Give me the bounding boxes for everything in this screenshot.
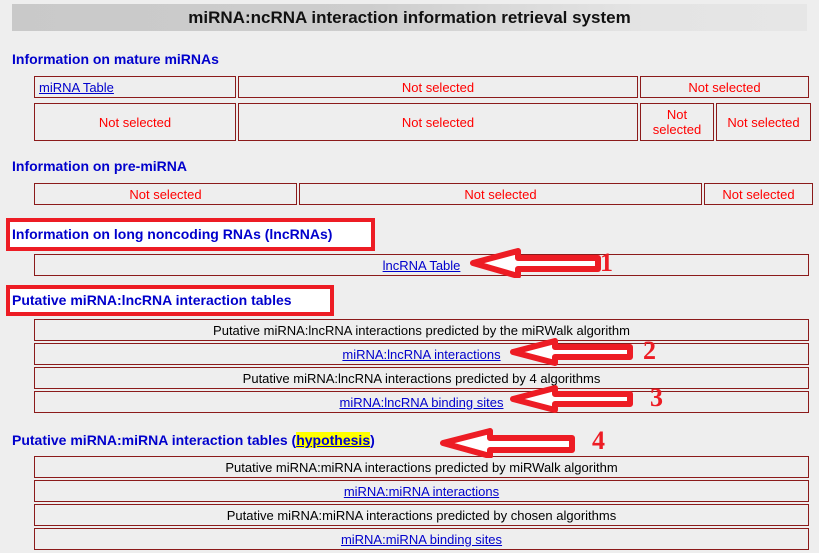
page-title: miRNA:ncRNA interaction information retr…	[188, 8, 631, 27]
cell-not-selected[interactable]: Not selected	[238, 76, 638, 98]
mirna-lncrna-binding-sites-link[interactable]: miRNA:lncRNA binding sites	[339, 394, 504, 410]
table-row: lncRNA Table	[34, 254, 809, 276]
heading-prefix-text: Putative miRNA:miRNA interaction tables …	[12, 432, 297, 448]
cell-mirna-mirna-interactions[interactable]: miRNA:miRNA interactions	[34, 480, 809, 502]
cell-not-selected[interactable]: Not selected	[238, 103, 638, 141]
hypothesis-link[interactable]: hypothesis	[296, 432, 371, 448]
table-row: Putative miRNA:lncRNA interactions predi…	[34, 319, 809, 341]
table-mirna-mirna: Putative miRNA:miRNA interactions predic…	[32, 454, 811, 552]
cell-not-selected[interactable]: Not selected	[640, 76, 809, 98]
cell-mirna-lncrna-binding-sites[interactable]: miRNA:lncRNA binding sites	[34, 391, 809, 413]
table-row: Putative miRNA:miRNA interactions predic…	[34, 456, 809, 478]
cell-mirna-mirna-binding-sites[interactable]: miRNA:miRNA binding sites	[34, 528, 809, 550]
table-mature-mirnas-row2: Not selected Not selected Not selected N…	[32, 101, 813, 143]
table-row: miRNA:miRNA binding sites	[34, 528, 809, 550]
table-row: miRNA:lncRNA interactions	[34, 343, 809, 365]
cell-not-selected[interactable]: Not selected	[640, 103, 714, 141]
cell-not-selected[interactable]: Not selected	[704, 183, 813, 205]
annotation-box-lncrna-heading	[6, 218, 375, 251]
cell-lncrna-table[interactable]: lncRNA Table	[34, 254, 809, 276]
table-row: miRNA:miRNA interactions	[34, 480, 809, 502]
table-row: Not selected Not selected Not selected	[34, 183, 813, 205]
cell-not-selected[interactable]: Not selected	[299, 183, 702, 205]
section-heading-lncrnas: Information on long noncoding RNAs (lncR…	[12, 226, 333, 242]
cell-not-selected[interactable]: Not selected	[716, 103, 811, 141]
table-lncrna: lncRNA Table	[32, 252, 811, 278]
annotation-number-2: 2	[643, 336, 656, 365]
mirna-table-link[interactable]: miRNA Table	[39, 79, 114, 95]
table-mirna-lncrna: Putative miRNA:lncRNA interactions predi…	[32, 317, 811, 415]
cell-not-selected[interactable]: Not selected	[34, 183, 297, 205]
annotation-number-3: 3	[650, 383, 663, 412]
mirna-lncrna-interactions-link[interactable]: miRNA:lncRNA interactions	[342, 346, 501, 362]
cell-mirna-table[interactable]: miRNA Table	[34, 76, 236, 98]
section-heading-pre-mirna: Information on pre-miRNA	[12, 158, 187, 174]
cell-not-selected[interactable]: Not selected	[34, 103, 236, 141]
table-row: miRNA Table Not selected Not selected	[34, 76, 809, 98]
annotation-box-mirna-lncrna-heading	[6, 285, 334, 316]
section-heading-mirna-mirna-tables: Putative miRNA:miRNA interaction tables …	[12, 432, 375, 448]
cell-mirwalk-description: Putative miRNA:lncRNA interactions predi…	[34, 319, 809, 341]
table-row: miRNA:lncRNA binding sites	[34, 391, 809, 413]
annotation-number-4: 4	[592, 426, 605, 455]
cell-mirna-lncrna-interactions[interactable]: miRNA:lncRNA interactions	[34, 343, 809, 365]
cell-4algorithms-description: Putative miRNA:lncRNA interactions predi…	[34, 367, 809, 389]
mirna-mirna-binding-sites-link[interactable]: miRNA:miRNA binding sites	[340, 531, 503, 547]
table-row: Not selected Not selected Not selected N…	[34, 103, 811, 141]
mirna-mirna-interactions-link[interactable]: miRNA:miRNA interactions	[343, 483, 500, 499]
cell-chosen-algorithms-description: Putative miRNA:miRNA interactions predic…	[34, 504, 809, 526]
cell-mirwalk-mirna-description: Putative miRNA:miRNA interactions predic…	[34, 456, 809, 478]
table-row: Putative miRNA:lncRNA interactions predi…	[34, 367, 809, 389]
lncrna-table-link[interactable]: lncRNA Table	[382, 257, 461, 273]
table-row: Putative miRNA:miRNA interactions predic…	[34, 504, 809, 526]
section-heading-mirna-lncrna-tables: Putative miRNA:lncRNA interaction tables	[12, 292, 292, 308]
table-mature-mirnas: miRNA Table Not selected Not selected	[32, 74, 811, 100]
heading-suffix-text: )	[370, 432, 375, 448]
table-pre-mirna: Not selected Not selected Not selected	[32, 181, 815, 207]
page-header-band: miRNA:ncRNA interaction information retr…	[12, 4, 807, 31]
section-heading-mature-mirnas: Information on mature miRNAs	[12, 51, 219, 67]
annotation-number-1: 1	[600, 248, 613, 277]
